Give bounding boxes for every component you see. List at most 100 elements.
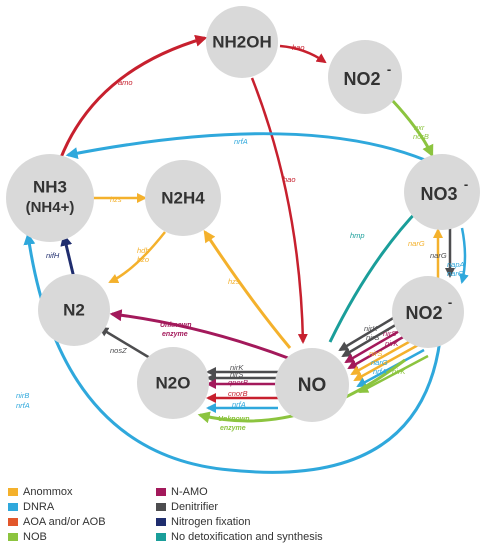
label-amo: amo xyxy=(118,78,133,87)
arrow-hmp xyxy=(328,206,422,343)
label-narg-up: narG xyxy=(408,239,425,248)
legend-swatch-anammox xyxy=(8,488,18,496)
legend-detox: No detoxification and synthesis xyxy=(156,531,323,543)
legend-swatch-nob xyxy=(8,533,18,541)
arrow-nirs-r xyxy=(341,318,405,358)
label-narg-r: narG xyxy=(371,358,388,367)
arrow-nirk-r3 xyxy=(358,354,429,394)
label-hzo: hzo xyxy=(137,255,149,264)
label-hao-top: hao xyxy=(292,43,305,52)
label-nifh: nifH xyxy=(46,251,60,260)
label-hdh: hdh xyxy=(137,246,150,255)
label-nirs-l: nirS xyxy=(230,370,243,379)
arrow-unknown-1 xyxy=(109,309,289,360)
label-nrfa-r: nrfA xyxy=(373,367,387,376)
arrow-nrfa-top xyxy=(65,132,426,162)
label-unknown-1: Unknown xyxy=(160,322,192,329)
legend-label-dnra: DNRA xyxy=(23,501,55,513)
label-hzs-top: hzs xyxy=(110,195,122,204)
node-n2o: N2O xyxy=(137,347,209,419)
node-no2-top: NO2 - xyxy=(328,40,402,114)
node-no2-top-charge: - xyxy=(387,61,391,76)
arrow-nirs-r2 xyxy=(344,324,409,364)
node-nh2oh-label: NH2OH xyxy=(212,32,272,51)
label-narg-down: narG xyxy=(430,251,447,260)
label-nosz: nosZ xyxy=(110,346,127,355)
node-no2-right-label: NO2 xyxy=(405,303,442,323)
node-no3: NO3 - xyxy=(404,154,480,230)
legend: Anommox DNRA AOA and/or AOB NOB N-AMO De… xyxy=(8,486,488,546)
legend-swatch-denitrifier xyxy=(156,503,166,511)
arrow-nxr xyxy=(390,98,434,158)
label-nirk-r: nirK xyxy=(364,324,378,333)
legend-label-denitrifier: Denitrifier xyxy=(171,501,219,513)
arrow-hzs-mid xyxy=(203,229,292,349)
legend-dnra: DNRA xyxy=(8,501,54,513)
node-no3-label: NO3 xyxy=(420,184,457,204)
label-nirk-r2: nirK xyxy=(385,339,399,348)
arrow-nirs-r3 xyxy=(350,336,417,376)
node-no2-right: NO2 - xyxy=(392,276,464,348)
arrow-narg-r xyxy=(353,342,421,382)
legend-namo: N-AMO xyxy=(156,486,208,498)
node-n2: N2 xyxy=(38,274,110,346)
label-nirb: nirB xyxy=(16,391,29,400)
label-unknown-2b: enzyme xyxy=(220,425,246,432)
legend-label-detox: No detoxification and synthesis xyxy=(171,531,323,543)
arrow-hao-mid xyxy=(250,77,308,344)
legend-swatch-dnra xyxy=(8,503,18,511)
arrow-nirb xyxy=(23,232,442,474)
label-narg-down2: narG xyxy=(447,269,464,278)
label-napa: napA xyxy=(447,260,465,269)
arrow-hdh xyxy=(108,231,166,284)
node-no-label: NO xyxy=(298,375,327,396)
arrow-nifh xyxy=(60,233,76,279)
arrow-napa xyxy=(459,227,469,284)
legend-swatch-aoa xyxy=(8,518,18,526)
legend-label-nitrogen-fixation: Nitrogen fixation xyxy=(171,516,251,528)
arrow-amo xyxy=(58,34,208,161)
label-hzs-mid: hzs xyxy=(228,277,240,286)
label-cnorb: cnorB xyxy=(228,389,248,398)
label-nirs-r: nirS xyxy=(366,333,379,342)
node-n2o-label: N2O xyxy=(156,373,191,392)
label-nirs-r3: nirS xyxy=(369,349,382,358)
node-nh4-label: (NH4+) xyxy=(26,199,75,216)
legend-label-aoa: AOA and/or AOB xyxy=(23,516,106,528)
legend-swatch-namo xyxy=(156,488,166,496)
node-n2-label: N2 xyxy=(63,300,85,319)
node-n2h4-label: N2H4 xyxy=(161,188,205,207)
arrow-hao-top xyxy=(279,44,327,64)
arrow-nirk-r2 xyxy=(347,330,413,370)
arrow-nrfa-r xyxy=(356,348,425,388)
label-nrfa-top: nrfA xyxy=(234,137,248,146)
label-hao-mid: hao xyxy=(283,175,296,184)
legend-swatch-nitrogen-fixation xyxy=(156,518,166,526)
label-nirs-r2: nirS xyxy=(383,329,396,338)
node-no: NO xyxy=(275,348,349,422)
label-nxr: nxr xyxy=(414,123,425,132)
node-nh3-label: NH3 xyxy=(33,177,67,196)
arrow-nirk-r xyxy=(338,312,401,352)
node-n2h4: N2H4 xyxy=(145,160,221,236)
label-unknown-1b: enzyme xyxy=(162,331,188,338)
legend-nitrogen-fixation: Nitrogen fixation xyxy=(156,516,251,528)
label-nrfa-l: nrfA xyxy=(232,400,246,409)
label-hmp: hmp xyxy=(350,231,365,240)
label-nirk-l: nirK xyxy=(230,363,244,372)
legend-label-nob: NOB xyxy=(23,531,47,543)
legend-nob: NOB xyxy=(8,531,47,543)
label-qnorb: qnorB xyxy=(228,378,248,387)
node-nh3: NH3 (NH4+) xyxy=(6,154,94,242)
label-nrfa-b: nrfA xyxy=(16,401,30,410)
node-nh2oh: NH2OH xyxy=(206,6,278,78)
legend-swatch-detox xyxy=(156,533,166,541)
legend-label-anammox: Anommox xyxy=(23,486,73,498)
node-no2-right-charge: - xyxy=(448,294,452,309)
legend-aoa: AOA and/or AOB xyxy=(8,516,106,528)
node-no3-charge: - xyxy=(464,176,468,191)
label-unknown-2: Unknown xyxy=(218,416,250,423)
label-norb: norB xyxy=(413,132,429,141)
node-no2-top-label: NO2 xyxy=(343,69,380,89)
